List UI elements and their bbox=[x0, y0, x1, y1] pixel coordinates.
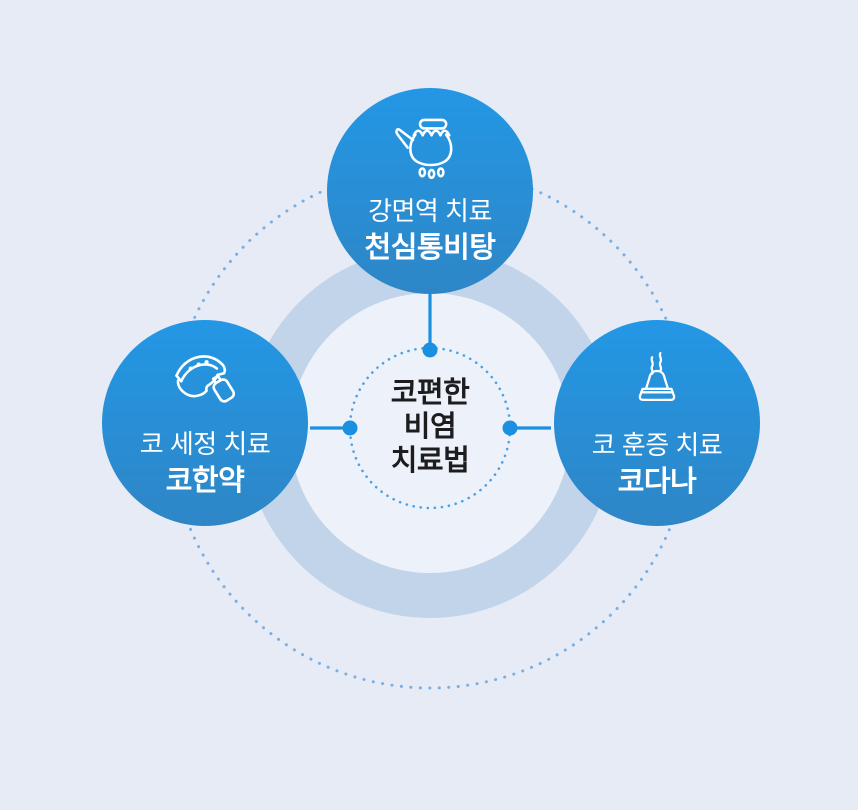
node-name: 코한약 bbox=[165, 465, 245, 498]
nasal-spray-icon bbox=[175, 355, 236, 403]
node-nose-cleansing-treatment: 코 세정 치료 코한약 bbox=[102, 320, 308, 526]
center-title-line: 비염 bbox=[403, 411, 457, 443]
fumigation-pot-icon bbox=[638, 351, 676, 402]
ring-inner-circle bbox=[290, 293, 570, 573]
medicine-pot-icon bbox=[395, 118, 453, 180]
node-name: 코다나 bbox=[617, 466, 697, 499]
node-name: 천심통비탕 bbox=[364, 232, 496, 265]
center-title-line: 치료법 bbox=[390, 445, 470, 477]
center-title-line: 코편한 bbox=[390, 377, 470, 409]
node-label: 코 훈증 치료 bbox=[591, 430, 723, 460]
node-nose-fumigation-treatment: 코 훈증 치료 코다나 bbox=[554, 320, 760, 526]
connector-right-dot bbox=[502, 420, 518, 436]
connector-left-dot bbox=[342, 420, 358, 436]
node-label: 강면역 치료 bbox=[368, 196, 492, 226]
node-label: 코 세정 치료 bbox=[139, 429, 271, 459]
node-immune-treatment: 강면역 치료 천심통비탕 bbox=[327, 88, 533, 294]
center-title: 코편한 비염 치료법 bbox=[391, 376, 470, 478]
connector-top-dot bbox=[422, 342, 438, 358]
